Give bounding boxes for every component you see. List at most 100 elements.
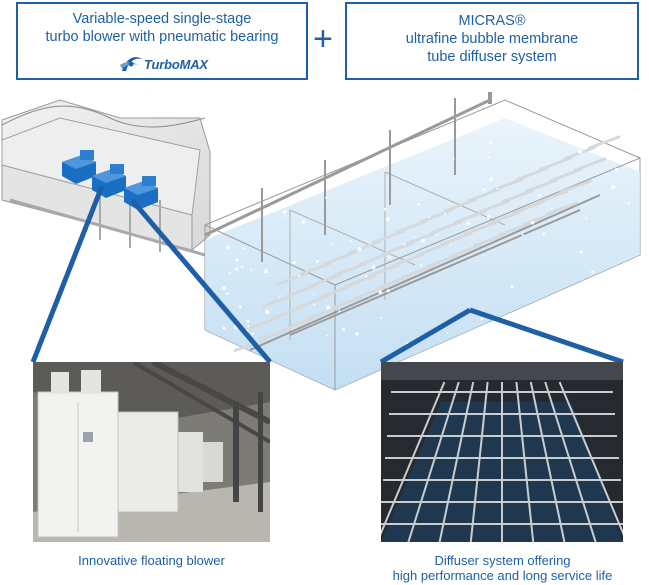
air-bubble [251,332,255,336]
air-bubble [292,261,296,265]
air-bubble [428,216,431,219]
diffuser-photo-image [381,362,623,542]
photo-diffuser-pipe [438,381,475,542]
air-bubble [297,275,301,278]
air-bubble [246,320,249,323]
diffuser-system-photo [381,362,623,542]
diffuser-tube [587,135,621,150]
micras-subtitle-line2: tube diffuser system [427,49,557,65]
air-bubble [378,290,383,295]
blower-room-photo [33,362,270,542]
air-bubble [627,202,631,205]
air-bubble [338,310,341,312]
turbo-blower-title-line2: turbo blower with pneumatic bearing [45,29,279,45]
air-bubble [221,286,226,290]
diffuser-tube [573,157,607,172]
air-bubble [222,326,226,330]
micras-subtitle-line1: ultrafine bubble membrane [405,31,579,47]
air-bubble [282,210,286,214]
air-bubble [578,149,583,154]
photo-diffuser-pipe [515,381,535,542]
air-bubble [579,250,583,254]
air-bubble [235,258,239,262]
air-bubble [611,185,616,190]
air-bubble [386,289,390,293]
air-bubble [570,97,575,101]
diffuser-caption-line2: high performance and long service life [392,568,613,583]
diffuser-caption-line1: Diffuser system offering [434,553,571,568]
air-bubble [483,254,485,257]
micras-title: MICRAS® [458,13,526,29]
air-bubble [278,296,281,299]
air-bubble [480,317,484,320]
air-bubble [341,327,345,331]
air-bubble [488,156,491,159]
micras-label-box: MICRAS® ultrafine bubble membrane tube d… [345,2,639,80]
air-bubble [452,157,455,160]
callout-lines [30,185,624,365]
photo-diffuser-pipe [381,381,446,536]
air-bubble [489,141,493,145]
air-bubble [349,240,352,243]
air-bubble [435,233,438,236]
air-bubble [226,245,231,250]
air-bubble [466,221,471,226]
air-bubble [325,196,328,199]
photo-diffuser-pipe [544,381,597,542]
air-bubble [489,177,494,181]
air-bubble [301,220,306,224]
air-bubble [443,212,446,215]
air-bubble [355,332,359,336]
photo-diffuser-pipe [529,381,566,542]
air-bubble [357,247,362,252]
photo-diffuser-pipe [558,381,623,536]
air-bubble [265,309,270,315]
air-bubble [385,217,390,222]
air-bubble [614,168,618,171]
air-bubble [542,232,545,236]
air-bubble [313,303,316,306]
air-bubble [326,334,328,337]
turbomax-swirl-icon [120,57,142,71]
air-bubble [521,233,524,236]
photo-diffuser-pipe [407,381,460,542]
air-bubble [482,188,485,191]
air-bubble [496,187,499,190]
air-bubble [240,265,243,268]
blower-unit-icon [62,150,96,184]
diffuser-grid [233,135,621,353]
air-bubble [380,316,383,319]
air-bubble [239,305,242,309]
air-bubble [226,292,229,295]
air-bubble [403,177,406,180]
air-bubble [530,220,535,225]
turbomax-logo-text: TurboMAX [144,56,208,72]
diffuser-tube [545,201,579,216]
air-bubble [510,285,514,289]
air-bubble [591,270,595,274]
air-bubble [446,332,449,335]
air-bubble [585,217,588,220]
turbo-blower-label-box: Variable-speed single-stage turbo blower… [16,2,308,80]
diffuser-tube [559,179,593,194]
blower-caption: Innovative floating blower [78,553,225,568]
floating-blower-photo-image [33,362,270,542]
photo-diffuser-pipe [469,381,489,542]
air-bubble [403,243,406,246]
air-bubble [284,214,287,217]
air-bubble [383,207,387,211]
diffuser-caption: Diffuser system offering high performanc… [360,553,645,583]
air-bubble [242,247,245,250]
air-bubble [538,194,541,197]
air-bubble [228,271,231,274]
air-bubble [417,203,420,206]
air-bubble [247,325,250,328]
air-bubbles [221,97,631,346]
air-bubble [263,269,268,274]
air-bubble [331,242,334,245]
air-bubble [421,238,426,243]
air-bubble [371,265,376,270]
turbo-blower-title-line1: Variable-speed single-stage [72,11,252,27]
air-bubble [387,255,392,260]
